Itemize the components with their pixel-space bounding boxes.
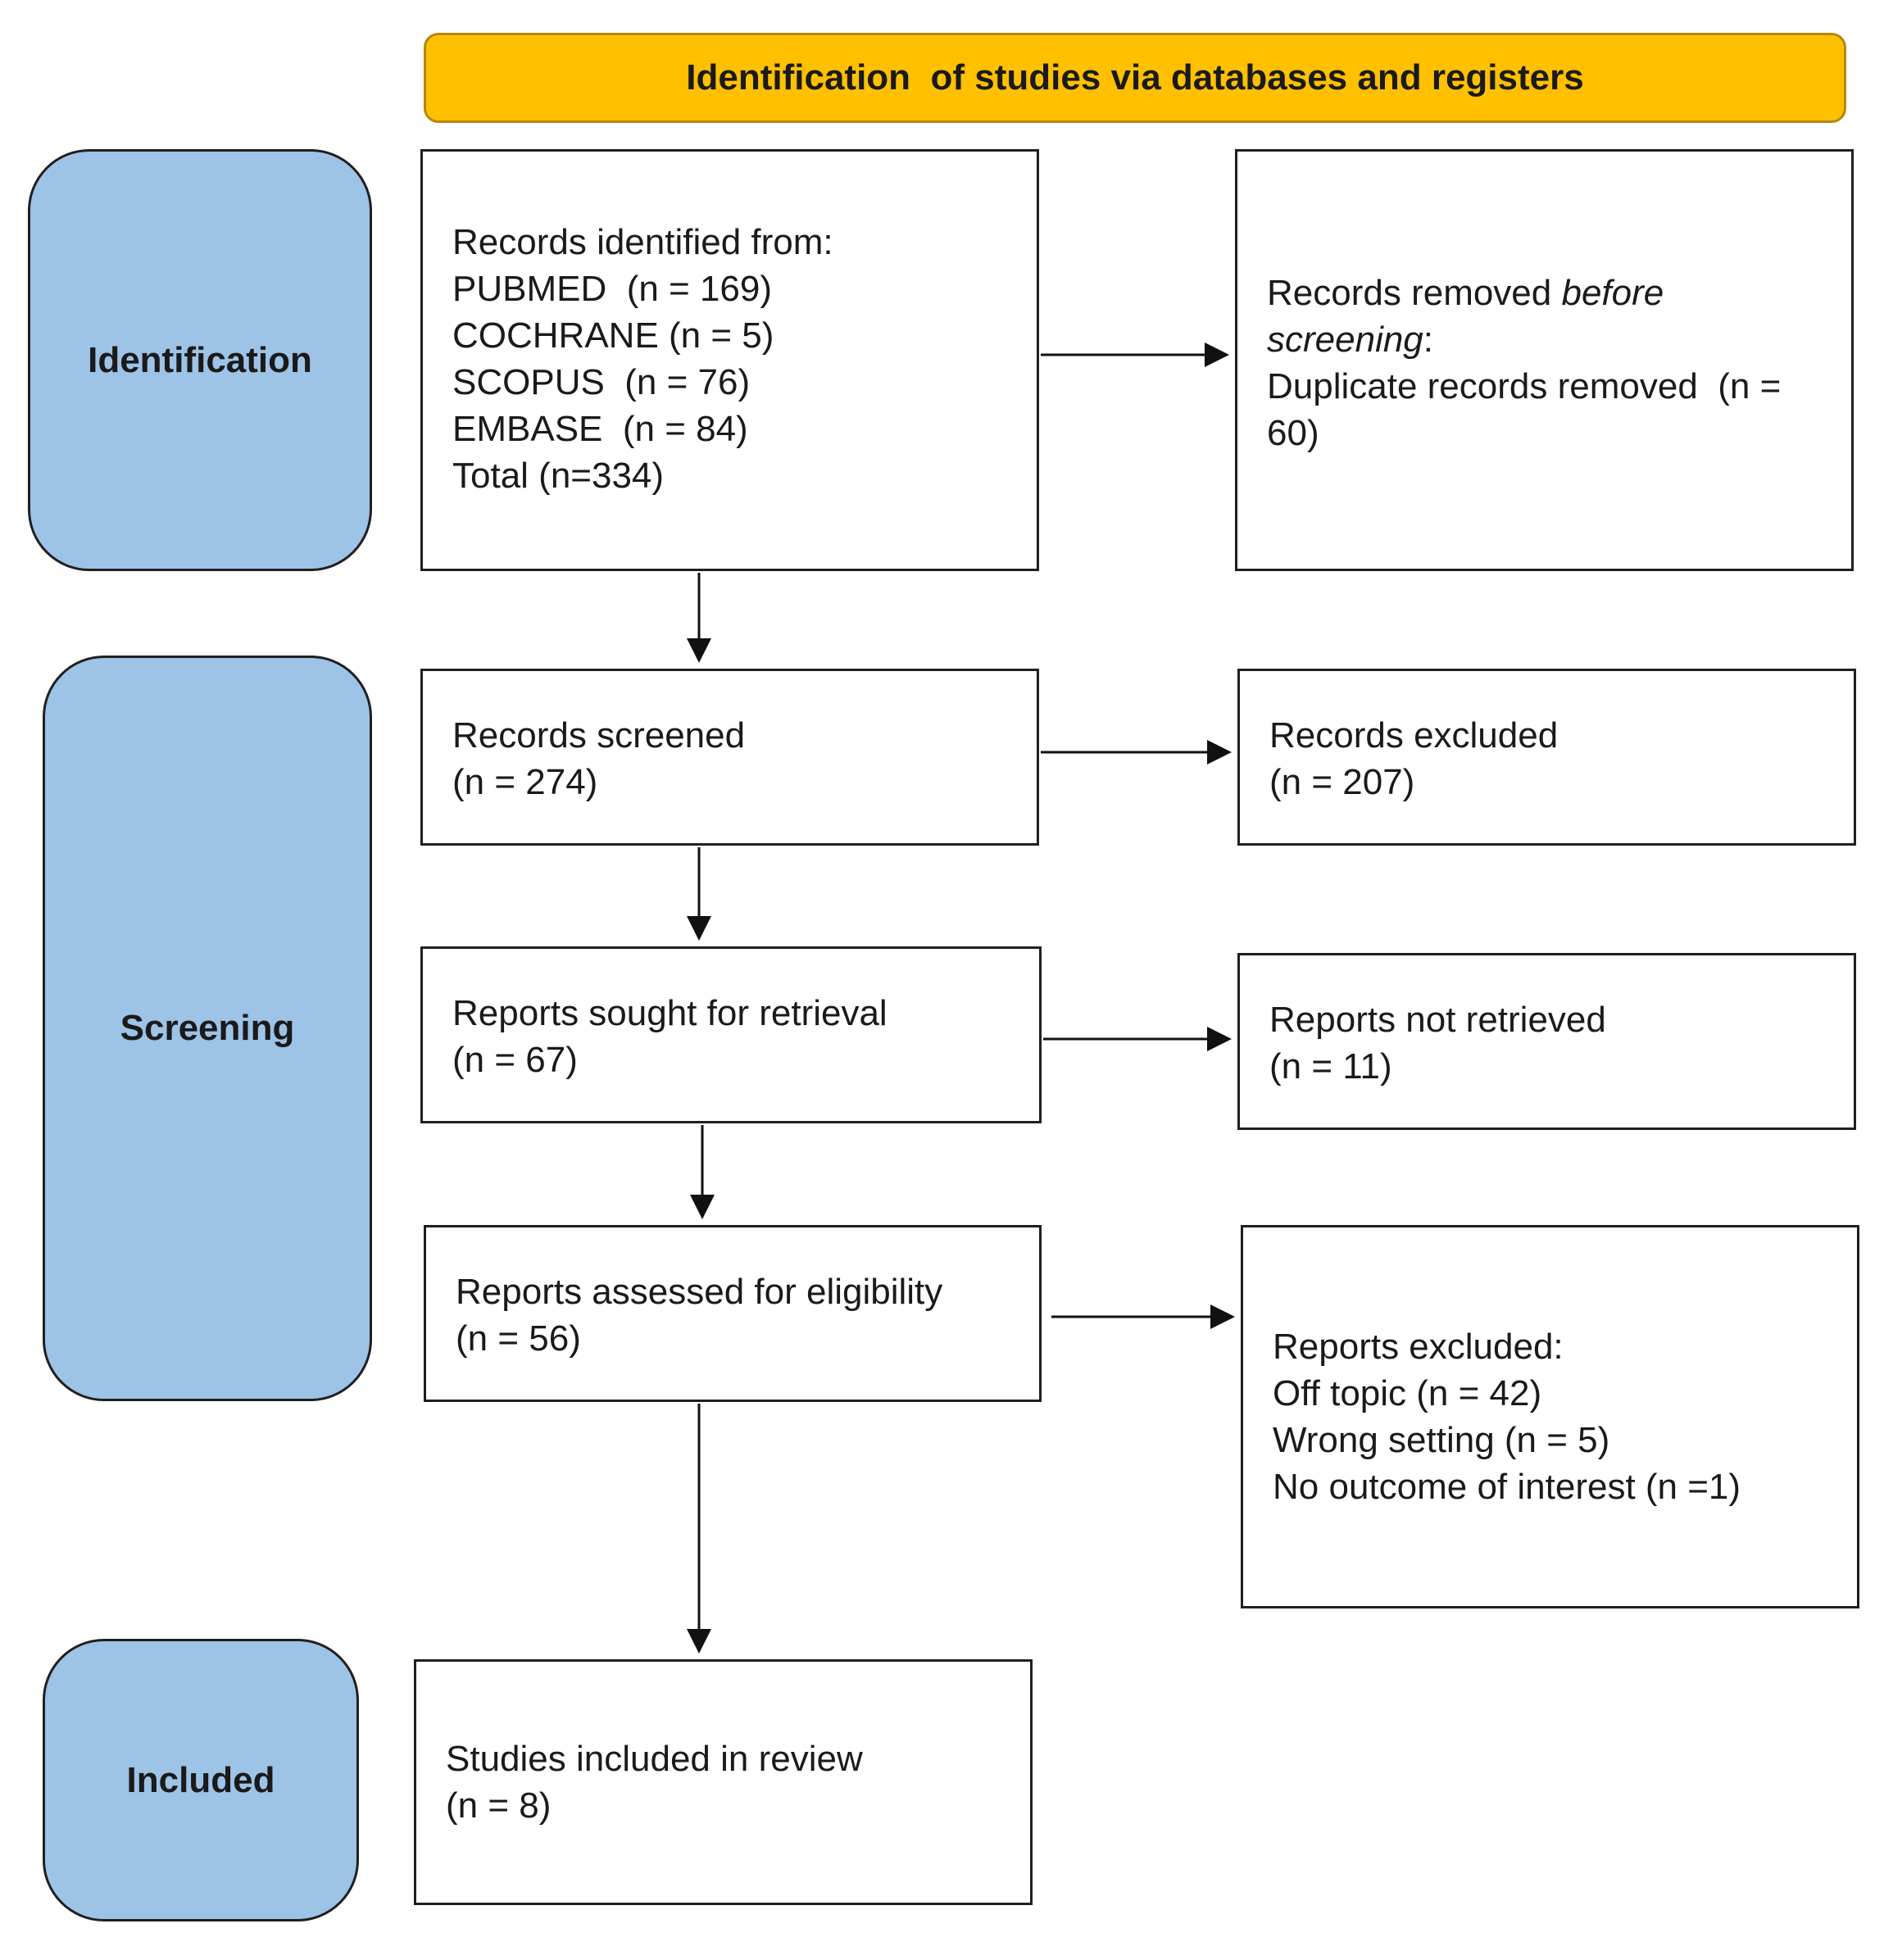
- reports-excluded-reason: Wrong setting (n = 5): [1273, 1420, 1610, 1460]
- box-records-identified: Records identified from: PUBMED (n = 169…: [420, 149, 1039, 571]
- identification-header: Identification of studies via databases …: [424, 33, 1846, 123]
- box-records-removed: Records removed before screening: Duplic…: [1235, 149, 1854, 571]
- studies-included-count: (n = 8): [446, 1785, 552, 1826]
- records-removed-subtitle-colon: :: [1423, 320, 1434, 360]
- records-removed-title-italic: before: [1561, 273, 1664, 313]
- records-removed-subtitle-italic: screening: [1267, 320, 1423, 360]
- records-identified-source: PUBMED (n = 169): [452, 269, 773, 309]
- records-removed-subtitle: screening:: [1267, 316, 1851, 363]
- reports-not-retrieved-title: Reports not retrieved: [1269, 1000, 1606, 1040]
- reports-sought-count: (n = 67): [452, 1040, 578, 1080]
- reports-assessed-title: Reports assessed for eligibility: [456, 1272, 943, 1312]
- records-removed-title-text: Records removed: [1267, 273, 1562, 313]
- studies-included-title: Studies included in review: [446, 1739, 863, 1779]
- stage-identification-label: Identification: [88, 339, 312, 380]
- records-excluded-count: (n = 207): [1269, 762, 1415, 802]
- box-records-excluded: Records excluded (n = 207): [1237, 669, 1856, 846]
- records-identified-total: Total (n=334): [452, 456, 665, 496]
- reports-sought-title: Reports sought for retrieval: [452, 993, 888, 1033]
- reports-excluded-title: Reports excluded:: [1273, 1327, 1564, 1367]
- records-excluded-title: Records excluded: [1269, 715, 1559, 755]
- stage-included-label: Included: [126, 1759, 275, 1800]
- stage-screening-label: Screening: [120, 1008, 295, 1048]
- records-identified-title: Records identified from:: [452, 222, 833, 262]
- header-title: Identification of studies via databases …: [686, 57, 1584, 98]
- box-reports-not-retrieved: Reports not retrieved (n = 11): [1237, 953, 1856, 1130]
- records-identified-source: SCOPUS (n = 76): [452, 362, 751, 402]
- records-screened-title: Records screened: [452, 715, 746, 755]
- box-reports-assessed: Reports assessed for eligibility (n = 56…: [424, 1225, 1042, 1402]
- records-removed-title: Records removed before: [1267, 270, 1851, 316]
- records-identified-source: EMBASE (n = 84): [452, 409, 748, 449]
- reports-excluded-reason: Off topic (n = 42): [1273, 1373, 1542, 1413]
- box-records-screened: Records screened (n = 274): [420, 669, 1039, 846]
- reports-assessed-count: (n = 56): [456, 1318, 581, 1359]
- records-screened-count: (n = 274): [452, 762, 598, 802]
- reports-excluded-reason: No outcome of interest (n =1): [1273, 1467, 1741, 1507]
- records-removed-duplicates: Duplicate records removed (n =: [1267, 366, 1782, 406]
- records-identified-source: COCHRANE (n = 5): [452, 315, 774, 356]
- stage-screening: Screening: [43, 656, 372, 1401]
- stage-included: Included: [43, 1639, 359, 1921]
- reports-not-retrieved-count: (n = 11): [1269, 1046, 1392, 1087]
- stage-identification: Identification: [28, 149, 372, 571]
- records-removed-count: 60): [1267, 413, 1319, 453]
- box-reports-sought: Reports sought for retrieval (n = 67): [420, 946, 1042, 1123]
- box-reports-excluded: Reports excluded: Off topic (n = 42) Wro…: [1241, 1225, 1859, 1608]
- box-studies-included: Studies included in review (n = 8): [414, 1659, 1033, 1905]
